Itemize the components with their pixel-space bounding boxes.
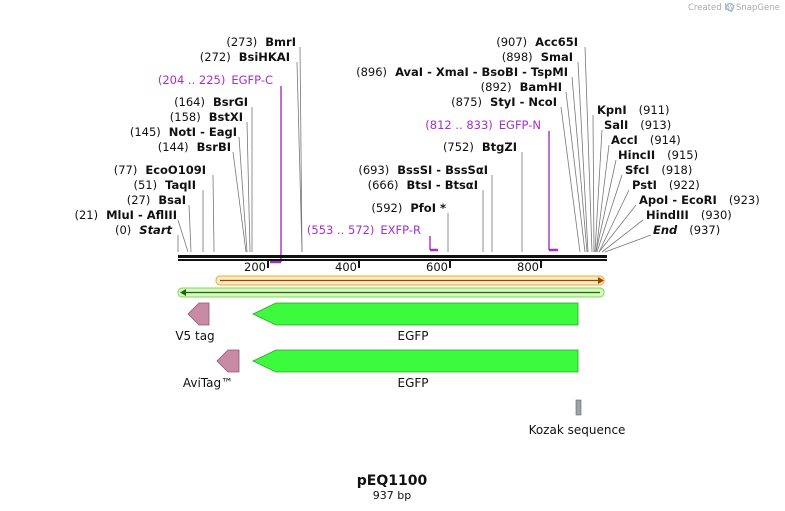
site-btgzi[interactable]: (752)BtgZI: [443, 140, 517, 154]
site-psti[interactable]: PstI(922): [632, 178, 700, 192]
tick-800: 800: [517, 260, 539, 274]
site-styi-ncoi[interactable]: (875)StyI - NcoI: [451, 95, 557, 109]
feature-v5-tag[interactable]: V5 tag: [175, 302, 215, 343]
forward-region-bar[interactable]: [215, 275, 605, 286]
credit-brand: SnapGene: [736, 3, 780, 13]
feature-kozak-label: Kozak sequence: [529, 423, 626, 437]
site-avai-group[interactable]: (896)AvaI - XmaI - BsoBI - TspMI: [356, 65, 568, 79]
feature-egfp-2-label: EGFP: [397, 376, 428, 390]
plasmid-name: pEQ1100: [357, 473, 428, 489]
site-bamhi[interactable]: (892)BamHI: [481, 80, 562, 94]
tick-600: 600: [426, 260, 448, 274]
tick-200: 200: [244, 260, 266, 274]
primers: (204 .. 225)EGFP-C (812 .. 833)EGFP-N (5…: [158, 73, 558, 264]
site-ecoo109i[interactable]: (77)EcoO109I: [114, 163, 206, 177]
site-bsihkai[interactable]: (272)BsiHKAI: [200, 50, 290, 64]
primer-exfp-r-label[interactable]: (553 .. 572)EXFP-R: [307, 223, 421, 237]
feature-kozak[interactable]: Kozak sequence: [529, 399, 626, 437]
feature-v5-tag-label: V5 tag: [175, 329, 214, 343]
site-acc65i[interactable]: (907)Acc65I: [496, 35, 578, 49]
site-kpni[interactable]: KpnI(911): [597, 103, 670, 117]
site-sfci[interactable]: SfcI(918): [625, 163, 692, 177]
feature-avitag[interactable]: AviTag™: [183, 349, 240, 390]
site-bsrbi[interactable]: (144)BsrBI: [158, 140, 231, 154]
site-taqii[interactable]: (51)TaqII: [133, 178, 196, 192]
site-acci[interactable]: AccI(914): [611, 133, 681, 147]
site-bsrgi[interactable]: (164)BsrGI: [174, 95, 248, 109]
feature-egfp-2[interactable]: EGFP: [252, 349, 579, 390]
site-bsai[interactable]: (27)BsaI: [127, 193, 186, 207]
site-start[interactable]: (0)Start: [115, 223, 173, 237]
plasmid-length: 937 bp: [373, 489, 411, 502]
credit-text: Created by: [688, 3, 735, 13]
primer-egfp-c-label[interactable]: (204 .. 225)EGFP-C: [158, 73, 273, 87]
sites-left: (273)BmrI (272)BsiHKAI (164)BsrGI (158)B…: [74, 35, 296, 237]
sequence-backbone: [178, 255, 607, 261]
site-bmri[interactable]: (273)BmrI: [226, 35, 296, 49]
axis-ticks: 200 400 600 800: [244, 260, 542, 274]
site-noti-eagi[interactable]: (145)NotI - EagI: [130, 125, 237, 139]
site-hindiii[interactable]: HindIII(930): [646, 208, 732, 222]
site-bstxi[interactable]: (158)BstXI: [170, 110, 243, 124]
reverse-region-bar[interactable]: [177, 287, 605, 298]
snapgene-logo-icon: [725, 2, 735, 12]
feature-avitag-label: AviTag™: [183, 376, 233, 390]
site-hincii[interactable]: HincII(915): [618, 148, 698, 162]
site-btsi[interactable]: (666)BtsI - BtsαI: [368, 178, 478, 192]
site-apoi-ecori[interactable]: ApoI - EcoRI(923): [639, 193, 760, 207]
site-pfoi[interactable]: (592)PfoI *: [371, 201, 446, 215]
tick-400: 400: [335, 260, 357, 274]
site-sali[interactable]: SalI(913): [604, 118, 671, 132]
feature-egfp-1[interactable]: EGFP: [252, 302, 579, 343]
site-end[interactable]: End(937): [653, 223, 720, 237]
primer-egfp-n-label[interactable]: (812 .. 833)EGFP-N: [425, 118, 541, 132]
site-bsssi[interactable]: (693)BssSI - BssSαI: [358, 163, 488, 177]
site-smai[interactable]: (898)SmaI: [502, 50, 573, 64]
sites-middle: (907)Acc65I (898)SmaI (896)AvaI - XmaI -…: [356, 35, 578, 215]
site-mlui-afliii[interactable]: (21)MluI - AflIII: [74, 208, 177, 222]
sites-right: KpnI(911) SalI(913) AccI(914) HincII(915…: [597, 103, 760, 237]
feature-egfp-1-label: EGFP: [397, 329, 428, 343]
leader-lines: [177, 46, 652, 253]
